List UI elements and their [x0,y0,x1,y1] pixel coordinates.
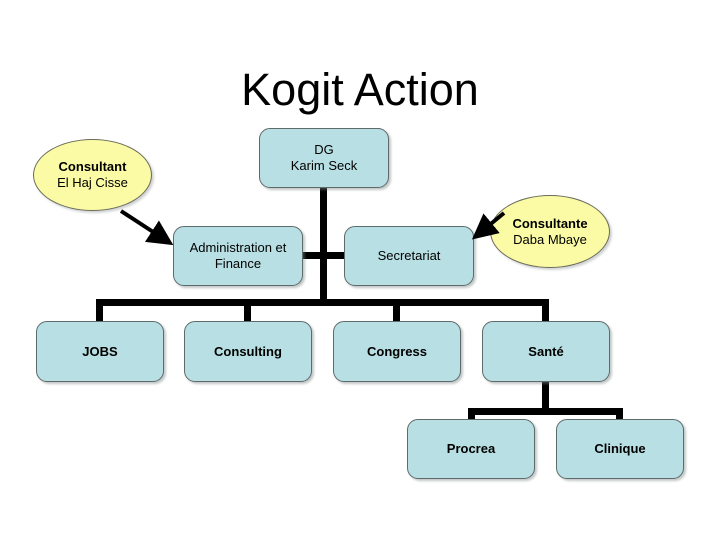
connector-drop-sante [542,299,549,322]
arrow-consultante-to-secretariat [471,211,506,240]
node-procrea[interactable]: Procrea [407,419,535,479]
node-clinique[interactable]: Clinique [556,419,684,479]
connector-drop-congress [393,299,400,322]
node-congress[interactable]: Congress [333,321,461,382]
connector-level2-bus [96,299,549,306]
node-consultante-title: Consultante [512,215,588,231]
node-procrea-label: Procrea [446,441,496,456]
connector-drop-clinique [616,408,623,422]
node-secretariat-label: Secretariat [377,248,441,263]
node-sante-label: Santé [528,343,564,359]
node-jobs-label: JOBS [82,343,118,359]
arrow-consultant-to-administration [119,209,174,246]
connector-level1-crossbar-left [300,252,322,259]
node-dg-line1: DG [314,142,334,157]
connector-drop-procrea [468,408,475,422]
node-congress-label: Congress [367,343,427,359]
node-administration-line1: Administration et [189,240,287,255]
connector-sante-trunk [542,382,549,414]
node-dg-line2: Karim Seck [290,158,358,173]
node-consultant-title: Consultant [58,159,127,174]
connector-drop-consulting [244,299,251,322]
node-consultant-name: El Haj Cisse [57,175,128,190]
node-administration-line2: Finance [214,256,262,271]
node-consultante[interactable]: Consultante Daba Mbaye [490,195,610,268]
node-sante[interactable]: Santé [482,321,610,382]
node-consulting-label: Consulting [214,343,282,359]
connector-drop-jobs [96,299,103,322]
node-consultant[interactable]: Consultant El Haj Cisse [33,139,152,211]
node-jobs[interactable]: JOBS [36,321,164,382]
connector-dg-trunk [320,186,327,306]
connector-level3-bus [468,408,623,415]
node-clinique-label: Clinique [594,441,646,456]
node-consultante-name: Daba Mbaye [513,231,587,247]
node-consulting[interactable]: Consulting [184,321,312,382]
connector-level1-crossbar-right [325,252,347,259]
page-title: Kogit Action [241,64,479,116]
node-secretariat[interactable]: Secretariat [344,226,474,286]
